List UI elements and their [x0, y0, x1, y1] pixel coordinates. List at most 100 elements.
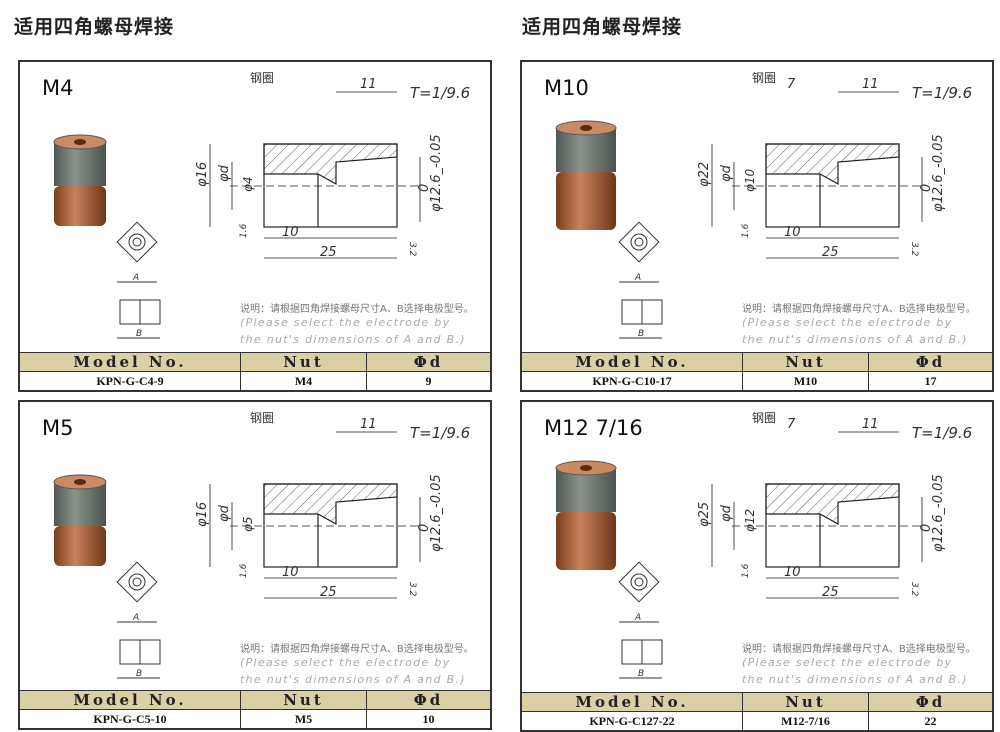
tolerance-upper: 0 [919, 184, 934, 192]
roughness-left: 1.6 [239, 563, 249, 578]
header-model: Model No. [20, 691, 241, 709]
note-chinese: 说明：请根据四角焊接螺母尺寸A、B选择电极型号。 [240, 644, 474, 655]
outer-diameter-label: φ16 [195, 162, 210, 187]
electrode-photo [555, 460, 617, 570]
tolerance-label: φ12.6_-0.05 [429, 134, 444, 212]
dim-a-label: A [132, 273, 139, 283]
model-number: KPN-G-C127-22 [522, 712, 743, 730]
d-value: 10 [422, 711, 435, 726]
electrode-card: M12 7/16 A B [520, 400, 994, 732]
d-value: 9 [425, 373, 432, 388]
spec-table: Model No. Nut Φd KPN-G-C10-17 M10 17 [522, 352, 992, 390]
roughness-right: 3.2 [407, 582, 417, 597]
table-header: Model No. Nut Φd [522, 693, 992, 712]
outer-diameter-label: φ25 [697, 502, 712, 527]
dim-b-label: B [638, 329, 644, 339]
note-chinese: 说明：请根据四角焊接螺母尺寸A、B选择电极型号。 [240, 304, 474, 315]
square-nut-side-view [619, 299, 663, 339]
table-row: KPN-G-C4-9 M4 9 [20, 372, 490, 390]
roughness-left: 1.6 [741, 563, 751, 578]
electrode-card: M5 A B [18, 400, 492, 730]
outer-diameter-label: φ22 [697, 162, 712, 187]
taper-label: T=1/9.6 [410, 424, 470, 442]
top-length-label: 11 [360, 77, 377, 92]
note-english-1: (Please select the electrode by [240, 656, 451, 669]
note-english-2: the nut's dimensions of A and B.) [240, 333, 466, 346]
roughness-left: 1.6 [741, 223, 751, 238]
dim-b-label: B [136, 329, 142, 339]
roughness-left: 1.6 [239, 223, 249, 238]
header-model: Model No. [522, 353, 743, 371]
roughness-right: 3.2 [909, 582, 919, 597]
note-english-2: the nut's dimensions of A and B.) [742, 333, 968, 346]
tolerance-label: φ12.6_-0.05 [931, 134, 946, 212]
section-view [209, 431, 421, 599]
table-row: KPN-G-C5-10 M5 10 [20, 710, 490, 728]
total-length-label: 25 [320, 245, 337, 260]
note-chinese: 说明：请根据四角焊接螺母尺寸A、B选择电极型号。 [742, 304, 976, 315]
header-model: Model No. [522, 693, 743, 711]
header-nut: Nut [241, 353, 367, 371]
note-english-1: (Please select the electrode by [742, 656, 953, 669]
card-title: M4 [42, 76, 74, 100]
nut-size: M4 [241, 372, 367, 390]
technical-drawing: A B 钢圈 11 7 T=1/9.6 φ25 φd φ12 φ12.6_-0.… [555, 411, 972, 679]
nut-size: M5 [241, 710, 367, 728]
technical-drawing: A B 钢圈 11 7 T=1/9.6 φ22 φd φ10 φ12.6_-0.… [555, 71, 972, 339]
phi-d-label: φd [719, 164, 734, 182]
phi-d-label: φd [719, 504, 734, 522]
electrode-card: M4 A B [18, 60, 492, 392]
section-title-right: 适用四角螺母焊接 [522, 16, 683, 38]
electrode-card: M10 A B [520, 60, 994, 392]
taper-label: T=1/9.6 [410, 84, 470, 102]
note-chinese: 说明：请根据四角焊接螺母尺寸A、B选择电极型号。 [742, 644, 976, 655]
header-nut: Nut [743, 693, 869, 711]
header-d: Φd [413, 691, 444, 709]
phi-d-label: φd [217, 164, 232, 182]
card-title: M10 [544, 76, 589, 100]
model-number: KPN-G-C5-10 [20, 710, 241, 728]
card-title: M12 7/16 [544, 416, 643, 440]
section-title-left: 适用四角螺母焊接 [14, 16, 175, 38]
roughness-right: 3.2 [407, 242, 417, 257]
bore-length-label: 10 [282, 565, 299, 580]
table-header: Model No. Nut Φd [522, 353, 992, 372]
square-nut-top-view [618, 561, 660, 623]
header-model: Model No. [20, 353, 241, 371]
model-number: KPN-G-C4-9 [20, 372, 241, 390]
square-nut-side-view [117, 639, 161, 679]
dim-a-label: A [132, 613, 139, 623]
total-length-label: 25 [320, 585, 337, 600]
steel-ring-label: 钢圈 [752, 411, 776, 425]
dim-a-label: A [634, 273, 641, 283]
taper-label: T=1/9.6 [912, 424, 972, 442]
section-view [711, 431, 923, 599]
table-row: KPN-G-C10-17 M10 17 [522, 372, 992, 390]
total-length-label: 25 [822, 245, 839, 260]
phi-d-label: φd [217, 504, 232, 522]
steel-ring-label: 钢圈 [250, 411, 274, 425]
top-length-label: 11 [862, 417, 879, 432]
table-row: KPN-G-C127-22 M12-7/16 22 [522, 712, 992, 730]
bore-diameter-label: φ4 [241, 176, 255, 192]
top-length-label: 11 [360, 417, 377, 432]
steel-ring-label: 钢圈 [752, 71, 776, 85]
nut-size: M10 [743, 372, 869, 390]
technical-drawing: A B 钢圈 11 T=1/9.6 φ16 φd φ5 φ12.6_-0.05 … [53, 411, 470, 679]
dim-b-label: B [638, 669, 644, 679]
d-value: 22 [924, 713, 937, 728]
taper-label: T=1/9.6 [912, 84, 972, 102]
note-english-2: the nut's dimensions of A and B.) [240, 673, 466, 686]
total-length-label: 25 [822, 585, 839, 600]
ring-width-label: 7 [787, 417, 796, 432]
header-nut: Nut [743, 353, 869, 371]
electrode-photo [555, 120, 617, 230]
square-nut-top-view [618, 221, 660, 283]
square-nut-side-view [619, 639, 663, 679]
dim-b-label: B [136, 669, 142, 679]
model-number: KPN-G-C10-17 [522, 372, 743, 390]
d-value: 17 [924, 373, 937, 388]
spec-table: Model No. Nut Φd KPN-G-C4-9 M4 9 [20, 352, 490, 390]
dim-a-label: A [634, 613, 641, 623]
section-view [209, 91, 421, 259]
